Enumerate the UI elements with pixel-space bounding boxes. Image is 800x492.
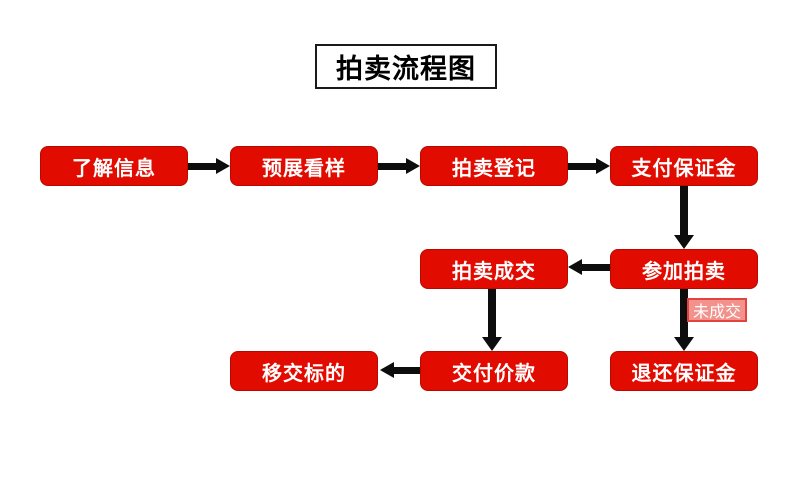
node-label: 交付价款 — [452, 362, 536, 385]
node-label: 了解信息 — [72, 157, 156, 180]
diagram-title: 拍卖流程图 — [336, 54, 476, 84]
node-label: 退还保证金 — [631, 362, 737, 385]
node-label: 参加拍卖 — [642, 260, 726, 283]
node-auction-registration: 拍卖登记 — [420, 146, 568, 186]
edge-label-not-sold: 未成交 — [687, 298, 748, 322]
node-label: 拍卖成交 — [452, 260, 536, 283]
node-label: 拍卖登记 — [452, 157, 536, 180]
node-understand-info: 了解信息 — [40, 146, 188, 186]
arrow-left-price-to-transfer — [380, 362, 422, 378]
node-join-auction: 参加拍卖 — [610, 249, 758, 289]
arrow-down-deal-to-price — [482, 289, 502, 351]
node-label: 移交标的 — [262, 362, 346, 385]
arrow-right-registration-to-deposit — [568, 158, 610, 174]
edge-label-text: 未成交 — [693, 304, 742, 321]
arrow-right-info-to-preview — [188, 158, 230, 174]
arrow-right-preview-to-registration — [378, 158, 420, 174]
node-refund-deposit: 退还保证金 — [610, 351, 758, 391]
node-transfer-subject: 移交标的 — [230, 351, 378, 391]
node-pay-deposit: 支付保证金 — [610, 146, 758, 186]
node-label: 预展看样 — [262, 157, 346, 180]
node-preview-inspection: 预展看样 — [230, 146, 378, 186]
node-auction-deal: 拍卖成交 — [420, 249, 568, 289]
arrow-down-deposit-to-join — [674, 186, 694, 249]
arrow-left-join-to-deal — [568, 259, 610, 275]
node-label: 支付保证金 — [631, 157, 737, 180]
diagram-title-box: 拍卖流程图 — [315, 44, 497, 89]
arrow-down-join-to-refund — [674, 289, 694, 351]
node-pay-price: 交付价款 — [420, 351, 568, 391]
